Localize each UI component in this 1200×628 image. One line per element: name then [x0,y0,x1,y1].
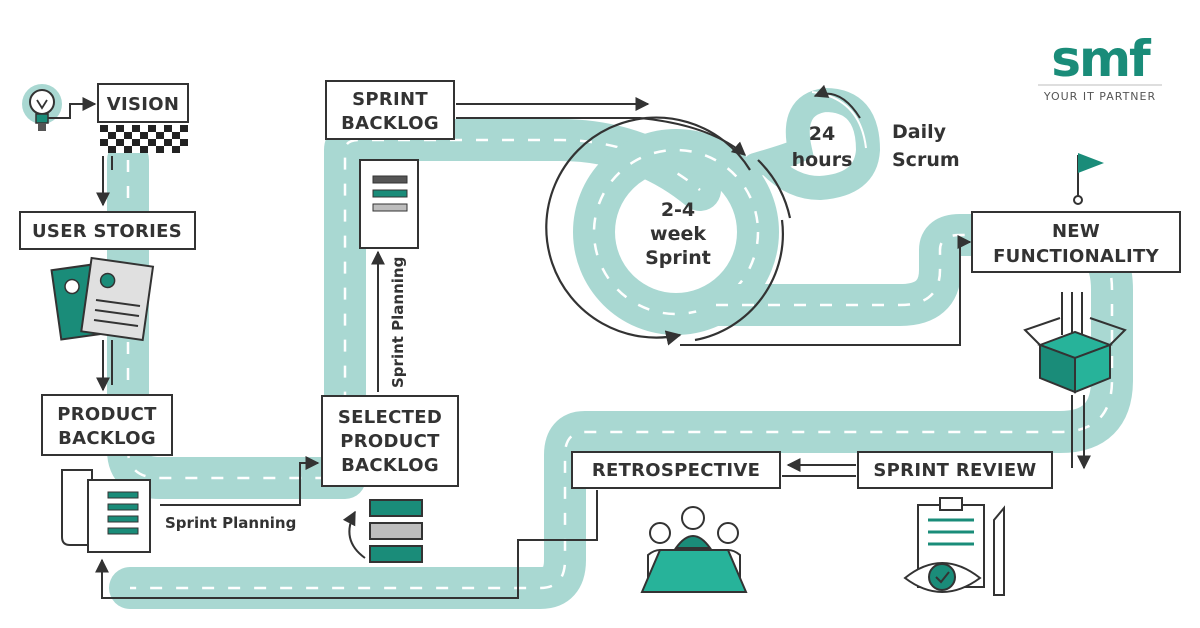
sprint-planning-vertical-label: Sprint Planning [389,257,407,388]
retrospective-label: RETROSPECTIVE [592,460,760,481]
backlog-document-icon [61,469,151,553]
hours-label-1: 24 [809,123,835,145]
retrospective-box: RETROSPECTIVE [571,451,781,489]
finish-flag-icon [1073,153,1104,205]
product-backlog-label-1: PRODUCT [57,404,157,425]
sprint-review-box: SPRINT REVIEW [857,451,1053,489]
smf-logo: smf YOUR IT PARTNER [1038,30,1162,103]
road-path [107,87,1133,609]
new-functionality-box: NEW FUNCTIONALITY [971,211,1181,273]
logo-tagline: YOUR IT PARTNER [1043,90,1156,103]
sprint-cycle-arrow [545,116,751,346]
sprint-length-label-3: Sprint [645,247,711,269]
sprint-review-label: SPRINT REVIEW [873,460,1036,481]
stacked-blocks-cycle-icon [342,499,423,563]
lightbulb-icon [22,84,97,131]
meeting-table-icon [640,506,748,593]
sprint-backlog-box: SPRINT BACKLOG [325,80,455,140]
sprint-length-label-2: week [650,223,706,245]
arrow-sprint-planning [160,456,320,506]
selected-label-1: SELECTED [338,407,442,428]
selected-label-2: PRODUCT [340,431,440,452]
arrow-sprint-new-functionality [680,235,972,346]
sprint-length-label-1: 2-4 [661,199,695,221]
arrow-retro-product-backlog [95,490,598,599]
user-stories-label: USER STORIES [32,221,182,242]
sprint-backlog-list-icon [359,159,419,249]
daily-scrum-label-1: Daily [892,121,947,143]
new-functionality-label-1: NEW [1052,221,1100,242]
sprint-planning-label: Sprint Planning [165,514,296,532]
open-box-icon [1023,292,1127,394]
user-profile-documents-icon [50,256,155,342]
sprint-backlog-label-2: BACKLOG [341,113,439,134]
sprint-backlog-label-1: SPRINT [352,89,428,110]
vision-box: VISION [97,83,189,123]
vision-label: VISION [107,94,179,115]
user-stories-box: USER STORIES [19,211,196,250]
product-backlog-label-2: BACKLOG [58,428,156,449]
logo-text: smf [1051,30,1152,88]
new-functionality-label-2: FUNCTIONALITY [993,246,1160,267]
product-backlog-box: PRODUCT BACKLOG [41,394,173,456]
hours-label-2: hours [792,149,853,171]
clipboard-eye-pencil-icon [903,497,1005,596]
daily-scrum-loop-arrow [813,84,861,119]
selected-label-3: BACKLOG [341,455,439,476]
checkered-flag-icon [100,125,188,153]
daily-scrum-label-2: Scrum [892,149,960,171]
selected-product-backlog-box: SELECTED PRODUCT BACKLOG [321,395,459,487]
